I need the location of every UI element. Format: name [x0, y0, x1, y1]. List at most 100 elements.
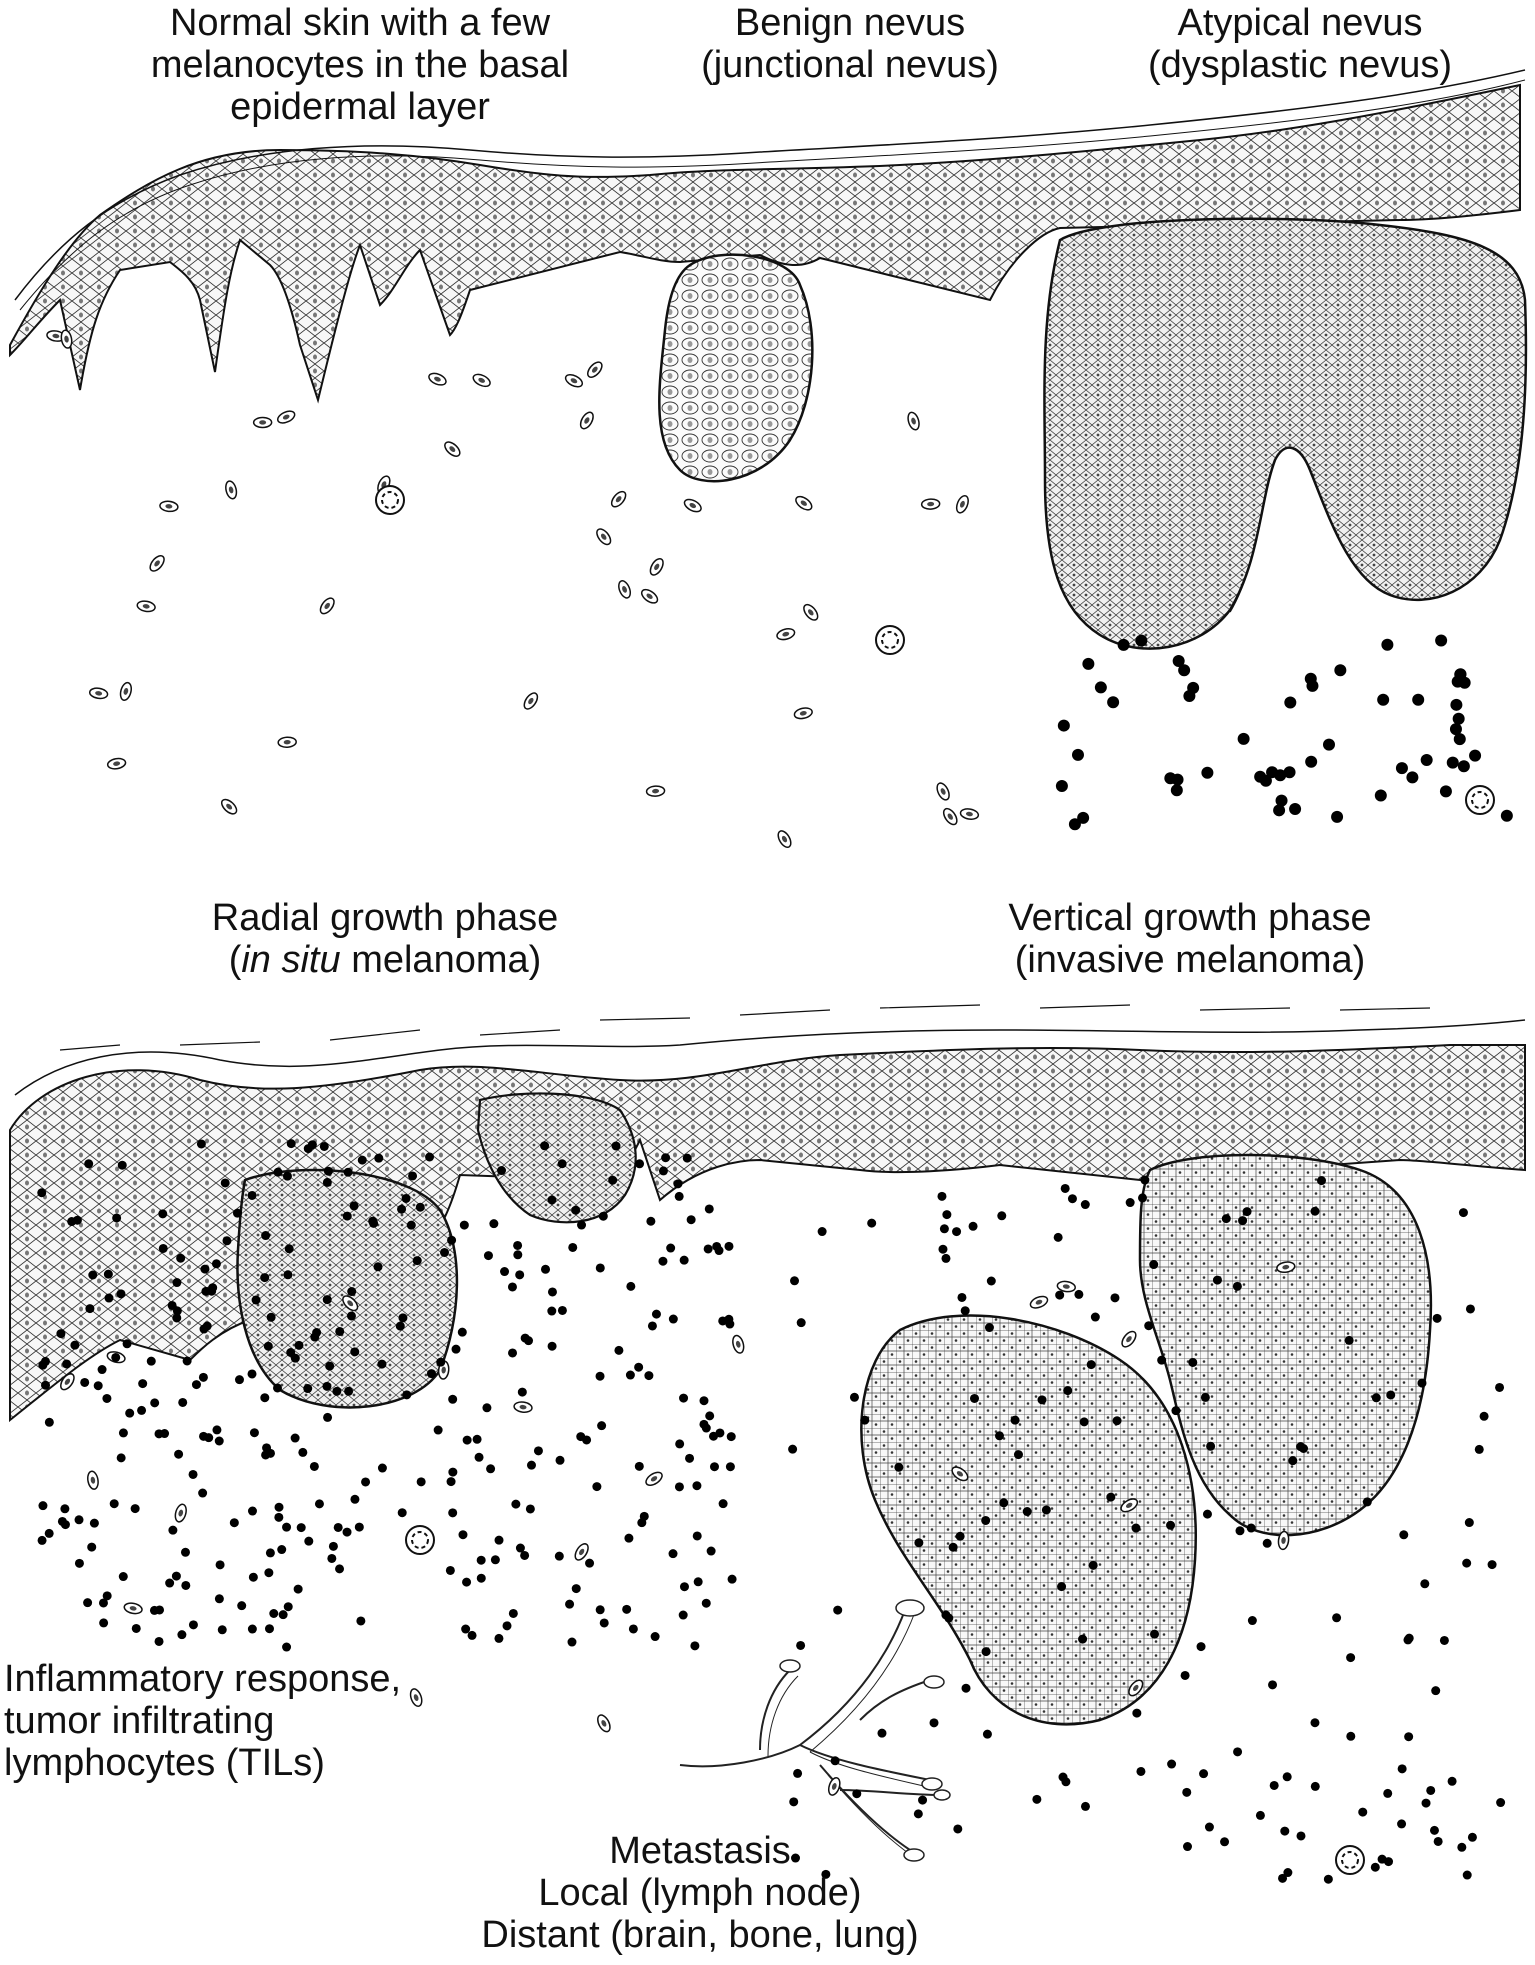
lymphocyte	[264, 1568, 274, 1578]
lymphocyte	[1196, 1642, 1206, 1652]
lymphocyte	[547, 1341, 557, 1351]
lymphocyte	[608, 1175, 618, 1185]
fibroblast-nucleus	[226, 803, 233, 810]
lymphocyte	[1106, 1492, 1116, 1502]
lymphocyte	[693, 1577, 703, 1587]
dysplastic-nevus	[1043, 217, 1528, 650]
lymphocyte	[1479, 1411, 1489, 1421]
lymphocyte	[137, 1405, 147, 1415]
lymphocyte	[1037, 1395, 1047, 1405]
lymphocyte	[322, 1295, 332, 1305]
fibroblast-nucleus	[579, 1548, 585, 1556]
lymphocyte	[1384, 1857, 1394, 1867]
lymphocyte	[111, 1352, 121, 1362]
lymphocyte	[40, 1356, 50, 1366]
benign-nevus-nest	[658, 253, 814, 483]
lymphocyte	[789, 1797, 799, 1807]
lymphocyte	[1296, 1831, 1306, 1841]
fibroblast-nucleus	[1281, 1536, 1286, 1544]
lymphocyte	[1247, 1616, 1257, 1626]
lymphocyte	[201, 1286, 211, 1296]
lymphocyte	[540, 1141, 550, 1151]
lymphocyte	[1439, 1635, 1449, 1645]
label-metastasis: Metastasis Local (lymph node) Distant (b…	[481, 1830, 919, 1956]
lymphocyte	[37, 1535, 47, 1545]
fibroblast-nucleus	[95, 691, 103, 696]
fibroblast-nucleus	[947, 813, 953, 820]
fibroblast-nucleus	[940, 788, 946, 795]
lymphocyte	[1457, 760, 1470, 773]
lymphocyte	[1090, 1312, 1100, 1322]
lymphocyte	[674, 1191, 684, 1201]
lymphocyte	[278, 1610, 288, 1620]
lymphocyte	[167, 1300, 177, 1310]
lymphocyte	[109, 1499, 119, 1509]
lymphocyte	[952, 1227, 962, 1237]
lymphocyte	[1269, 1780, 1279, 1790]
lymphocyte	[1421, 1798, 1431, 1808]
lymphocyte	[1371, 1393, 1381, 1403]
lymphocyte	[494, 1633, 504, 1643]
lymphocyte	[282, 1171, 292, 1181]
lymphocyte	[849, 1392, 859, 1402]
lymphocyte	[188, 1620, 198, 1630]
lymphocyte	[188, 1469, 198, 1479]
fibroblast-nucleus	[959, 500, 965, 508]
fibroblast-nucleus	[413, 1694, 419, 1701]
lymphocyte	[397, 1508, 407, 1518]
lymphocyte	[1458, 1208, 1468, 1218]
lymphocyte	[1167, 1759, 1177, 1769]
fibroblast-nucleus	[956, 1471, 964, 1477]
lymphocyte	[525, 1504, 535, 1514]
lymphocyte	[266, 1312, 276, 1322]
lymphocyte	[678, 1610, 688, 1620]
fibroblast-nucleus	[283, 740, 291, 745]
lymphocyte	[74, 1558, 84, 1568]
lymphocyte	[595, 1371, 605, 1381]
lymphocyte	[686, 1215, 696, 1225]
lymphocyte	[44, 1417, 54, 1427]
fibroblast-nucleus	[735, 1340, 741, 1348]
lymphocyte	[1150, 1629, 1160, 1639]
lymphocyte	[344, 1386, 354, 1396]
bottom-dermis-cells	[60, 1261, 1365, 1875]
fibroblast-nucleus	[965, 811, 973, 817]
lymphocyte	[117, 1160, 127, 1170]
lymphocyte	[1094, 681, 1107, 694]
lymphocyte	[1282, 1772, 1292, 1782]
lymphocyte	[1233, 1747, 1243, 1757]
lymphocyte	[1157, 1355, 1167, 1365]
lymphocyte	[668, 1314, 678, 1324]
lymphocyte	[474, 1452, 484, 1462]
lymphocyte	[181, 1580, 191, 1590]
lymphocyte	[222, 1236, 232, 1246]
lymphocyte	[1417, 1378, 1427, 1388]
lymphocyte	[644, 1371, 654, 1381]
lymphocyte	[1452, 712, 1465, 725]
fibroblast-nucleus	[178, 1509, 184, 1517]
lymphocyte	[214, 1436, 224, 1446]
lymphocyte	[692, 1531, 702, 1541]
fibroblast-nucleus	[478, 377, 485, 383]
lymphocyte	[182, 1356, 192, 1366]
lymphocyte	[997, 1211, 1007, 1221]
lymphocyte	[830, 1756, 840, 1766]
lymphocyte	[118, 1572, 128, 1582]
lymphocyte	[1237, 732, 1250, 745]
fibroblast-nucleus	[601, 1720, 607, 1727]
lymphocyte	[369, 1218, 379, 1228]
lymphocyte	[661, 1153, 671, 1163]
lymphocyte	[1068, 818, 1081, 831]
lymphocyte	[1063, 1386, 1073, 1396]
lymphocyte	[131, 1623, 141, 1633]
lymphocyte	[476, 1555, 486, 1565]
lymphocyte	[513, 1250, 523, 1260]
fibroblast-nucleus	[831, 1783, 837, 1790]
lymphocyte	[191, 1380, 201, 1390]
lymphocyte	[1135, 634, 1148, 647]
lymphocyte	[1464, 1518, 1474, 1528]
lymphocyte	[1310, 1718, 1320, 1728]
lymphocyte	[701, 1598, 711, 1608]
lymphocyte	[622, 1604, 632, 1614]
